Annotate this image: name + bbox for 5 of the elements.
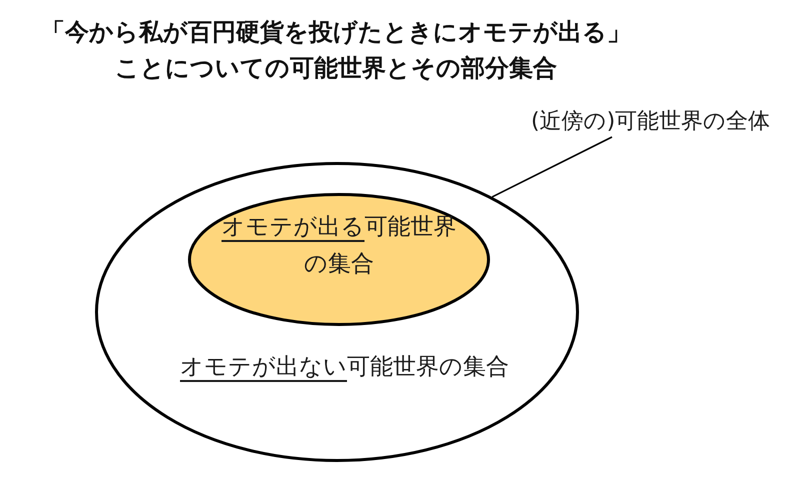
title: 「今から私が百円硬貨を投げたときにオモテが出る」ことについての可能世界とその部分集合: [40, 17, 632, 84]
callout-label: (近傍の)可能世界の全体: [531, 106, 770, 137]
set-label: オモテが出ない可能世界の集合: [180, 353, 509, 382]
set-label: オモテが出る可能世界の集合: [220, 213, 458, 279]
leader-line: [492, 136, 612, 198]
